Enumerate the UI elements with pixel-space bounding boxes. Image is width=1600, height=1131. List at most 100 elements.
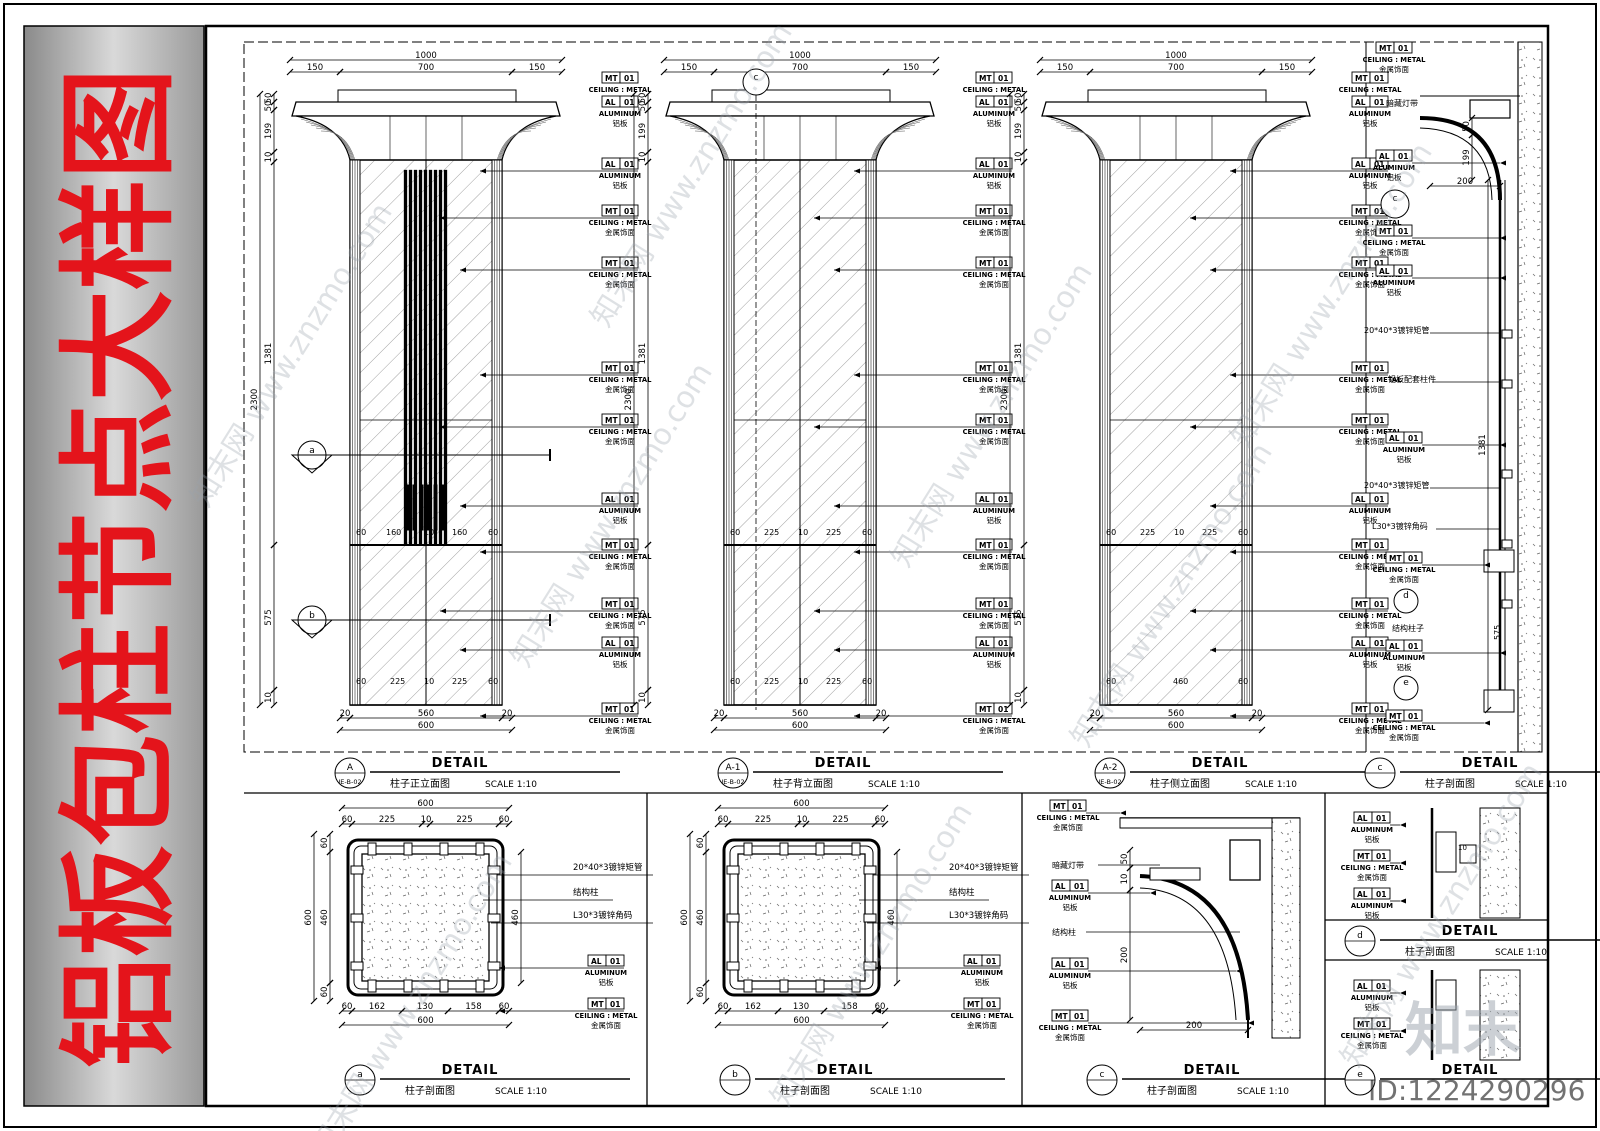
- dim-text: 130: [417, 1002, 433, 1012]
- dim-tick: [714, 820, 722, 828]
- tag-material: 铝板: [1365, 1002, 1381, 1012]
- tag-box: [1393, 264, 1413, 277]
- tag-box: [993, 492, 1013, 505]
- tag-box: [619, 597, 639, 610]
- dim-tick: [710, 68, 718, 76]
- view-marker-id: c: [1378, 763, 1383, 773]
- dim-text: 460: [696, 909, 706, 925]
- capital-line: [1065, 127, 1105, 161]
- tag-number: 01: [1074, 882, 1084, 891]
- dim-text: 10: [1014, 692, 1024, 703]
- tag-box: [1069, 1009, 1089, 1022]
- tag-box: [1371, 979, 1391, 992]
- dim-tick: [660, 68, 668, 76]
- tag-spec: CEILING : METAL: [1339, 86, 1403, 94]
- tag-material: 金属饰面: [1053, 822, 1083, 832]
- dim-text: 1000: [789, 51, 811, 61]
- dim-text: 700: [418, 63, 434, 73]
- tag-material: 铝板: [613, 515, 628, 525]
- column-shaft: [1099, 159, 1253, 706]
- tag-box: [993, 204, 1013, 217]
- dim-tick: [702, 830, 710, 838]
- dim-text: 10: [264, 692, 274, 703]
- dim-text: 575: [1014, 609, 1024, 625]
- tag-box: [1369, 492, 1389, 505]
- section-marker-id: b: [309, 611, 315, 621]
- note-angle: L30*3镀锌角码: [1372, 521, 1428, 531]
- dim-text: 150: [681, 63, 697, 73]
- note-hidden-light: 暗藏灯带: [1052, 860, 1084, 870]
- tag-box: [605, 997, 625, 1010]
- dim-text: 20: [1090, 709, 1101, 719]
- dim-text: 150: [307, 63, 323, 73]
- tube-bracket: [863, 865, 877, 875]
- dim-text: 460: [887, 909, 897, 925]
- tag-material: 金属饰面: [1389, 574, 1419, 584]
- dim-text: 162: [745, 1002, 761, 1012]
- dim-tick: [724, 820, 732, 828]
- tube-bracket: [487, 913, 501, 923]
- view-marker-id: A-1: [726, 763, 741, 773]
- capital-slab: [665, 101, 935, 117]
- note-tube: 20*40*3镀锌矩管: [1364, 480, 1429, 490]
- label: 10: [424, 528, 434, 537]
- dim-text: 50: [1014, 101, 1024, 112]
- tag-number: 01: [1374, 495, 1384, 504]
- tube-bracket: [403, 979, 413, 993]
- tag-code: AL: [1379, 267, 1390, 276]
- dim-tick: [893, 848, 901, 856]
- dim-tick: [338, 820, 346, 828]
- dim-tick: [346, 714, 354, 722]
- label: 225: [1202, 528, 1217, 537]
- capital-line: [496, 130, 532, 161]
- watermark-text: 知末网 www.znzmo.com: [884, 257, 1100, 573]
- tag-spec: ALUMINUM: [599, 110, 641, 118]
- tag-material: 铝板: [975, 977, 990, 987]
- tag-box: [993, 413, 1013, 426]
- tag-code: MT: [605, 74, 618, 83]
- dim-tick: [338, 804, 346, 812]
- tag-material: 金属饰面: [1379, 64, 1409, 74]
- tag-box: [1403, 639, 1423, 652]
- dim-text: 560: [792, 709, 808, 719]
- tag-box: [619, 702, 639, 715]
- dim-tick: [644, 90, 652, 98]
- dim-text: 200: [1457, 177, 1473, 187]
- tag-box: [605, 954, 625, 967]
- leader-arrow: [480, 168, 486, 174]
- tag-code: AL: [1355, 639, 1366, 648]
- dim-tick: [270, 98, 278, 106]
- leader-arrow: [1236, 968, 1242, 974]
- note-structure: 结构柱: [949, 887, 975, 898]
- leader-arrow: [1400, 822, 1406, 828]
- dim-text: 600: [793, 1016, 809, 1026]
- leader-arrow: [814, 215, 820, 221]
- label: 10: [798, 677, 808, 686]
- capital-line: [873, 121, 921, 161]
- section-marker-arrow: [290, 619, 334, 639]
- dim-text: 60: [718, 1002, 729, 1012]
- tag-spec: ALUMINUM: [1349, 172, 1391, 180]
- dim-tick: [270, 148, 278, 156]
- tag-spec: CEILING : METAL: [589, 553, 653, 561]
- dim-tick: [1468, 131, 1476, 139]
- tag-code: MT: [1355, 541, 1368, 550]
- leader-arrow: [1500, 275, 1506, 281]
- vertical-slat: [433, 169, 438, 546]
- tag-material: 金属饰面: [1357, 872, 1387, 882]
- tag-spec: ALUMINUM: [1049, 972, 1091, 980]
- leader-arrow: [1248, 1020, 1254, 1026]
- tag-material: 金属饰面: [967, 1020, 997, 1030]
- wall-section: [1271, 817, 1301, 1039]
- dim-text: 1381: [638, 343, 648, 365]
- structural-column: [361, 853, 490, 982]
- tag-number: 01: [998, 364, 1008, 373]
- tag-material: 铝板: [1063, 902, 1079, 912]
- leader-arrow: [1500, 442, 1506, 448]
- dim-tick: [1096, 714, 1104, 722]
- dim-text: 2300: [1000, 389, 1010, 411]
- profile-box: [1229, 839, 1261, 881]
- label: 225: [1140, 528, 1155, 537]
- dim-tick: [630, 701, 638, 709]
- tag-material: 金属饰面: [605, 725, 635, 735]
